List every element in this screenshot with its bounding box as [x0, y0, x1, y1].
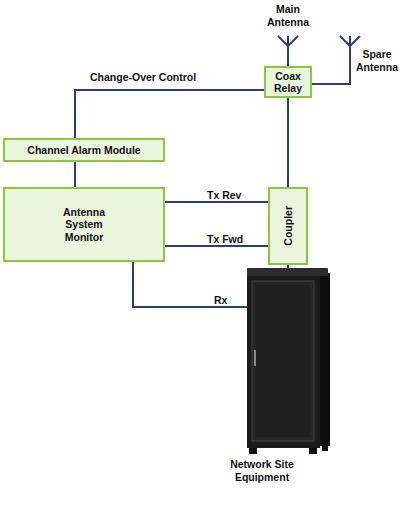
- rack-side: [319, 273, 330, 446]
- coax-line: [74, 162, 76, 187]
- antenna-glyph: [340, 36, 360, 54]
- node-label: Spare Antenna: [354, 48, 400, 73]
- rack-glass: [256, 285, 310, 437]
- coax-line: [133, 262, 247, 307]
- rack-foot: [322, 445, 328, 451]
- spare-antenna: Spare Antenna: [336, 36, 364, 54]
- signal-label: Rx: [214, 294, 227, 306]
- coax-line: [165, 245, 268, 247]
- coax-line: [287, 98, 289, 187]
- antenna-symbol: [274, 36, 302, 52]
- node-label: Coupler: [282, 206, 295, 246]
- coax-line: [287, 52, 289, 66]
- monitor-box: Antenna System Monitor: [3, 187, 165, 262]
- coax-line: [287, 265, 289, 268]
- rack-foot: [249, 448, 257, 454]
- node-label: Main Antenna: [264, 3, 312, 28]
- node-label: Channel Alarm Module: [5, 144, 163, 157]
- alarm-module-box: Channel Alarm Module: [3, 138, 165, 162]
- antenna-glyph: [278, 36, 298, 52]
- rack-door: [252, 281, 314, 441]
- node-label: Coax Relay: [266, 70, 310, 95]
- signal-label: Change-Over Control: [90, 71, 196, 83]
- coupler-box: Coupler: [268, 187, 308, 265]
- main-antenna: Main Antenna: [274, 36, 302, 52]
- rack-foot: [309, 448, 317, 454]
- coax-line: [312, 54, 350, 84]
- node-label: Antenna System Monitor: [48, 206, 120, 244]
- relay-box: Coax Relay: [264, 66, 312, 98]
- coax-line: [165, 201, 268, 203]
- rack-handle: [254, 350, 256, 366]
- antenna-symbol: [336, 36, 364, 54]
- rack-body: [247, 272, 320, 448]
- node-label: Network Site Equipment: [222, 458, 302, 483]
- rack-illustration: [247, 268, 330, 454]
- equipment-rack: Network Site Equipment: [247, 268, 330, 454]
- signal-label: Tx Rev: [207, 189, 241, 201]
- coax-line: [75, 90, 264, 138]
- signal-label: Tx Fwd: [207, 233, 243, 245]
- rack-top: [247, 268, 328, 276]
